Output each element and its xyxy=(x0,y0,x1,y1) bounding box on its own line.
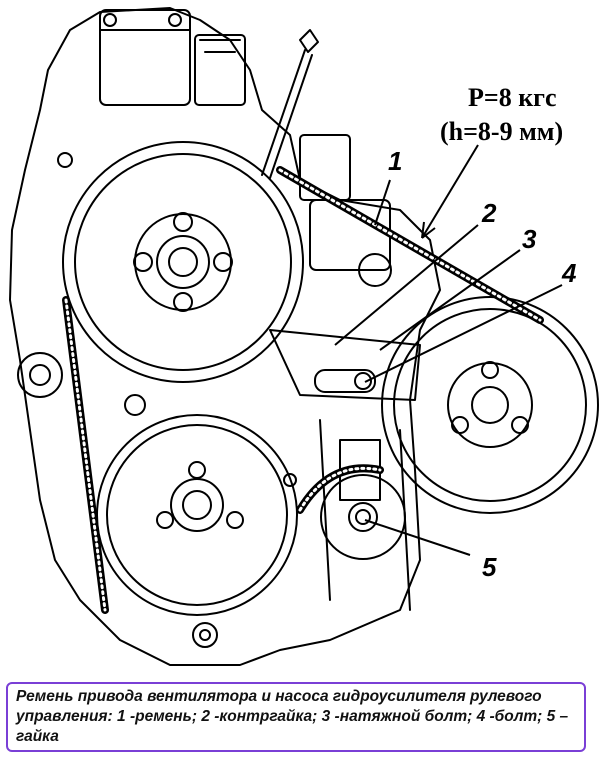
callout-5: 5 xyxy=(482,552,497,582)
crankshaft-pulley xyxy=(96,414,298,616)
pump-pulley xyxy=(381,296,599,514)
dipstick xyxy=(261,29,319,179)
leader-4 xyxy=(364,284,563,383)
fan-pulley xyxy=(62,141,304,383)
drive-belt xyxy=(62,166,544,614)
belt-drive-diagram: P=8 кгс (h=8-9 мм) 1 2 3 4 5 xyxy=(9,7,599,666)
engine-block-outline xyxy=(9,7,441,666)
caption-box: Ремень привода вентилятора и насоса гидр… xyxy=(6,682,586,752)
leader-2 xyxy=(334,224,479,346)
callout-4: 4 xyxy=(561,258,577,288)
callout-1: 1 xyxy=(388,146,402,176)
deflection-label: (h=8-9 мм) xyxy=(440,117,563,146)
reservoir xyxy=(99,9,191,106)
caption-text: Ремень привода вентилятора и насоса гидр… xyxy=(16,688,569,745)
leader-5 xyxy=(364,519,471,556)
callout-2: 2 xyxy=(481,198,497,228)
force-label: P=8 кгс xyxy=(468,83,557,112)
leader-3 xyxy=(379,249,521,351)
callout-3: 3 xyxy=(522,224,537,254)
force-arrow xyxy=(421,144,479,239)
leader-1 xyxy=(374,179,391,226)
tensioner-pulley xyxy=(320,474,406,560)
